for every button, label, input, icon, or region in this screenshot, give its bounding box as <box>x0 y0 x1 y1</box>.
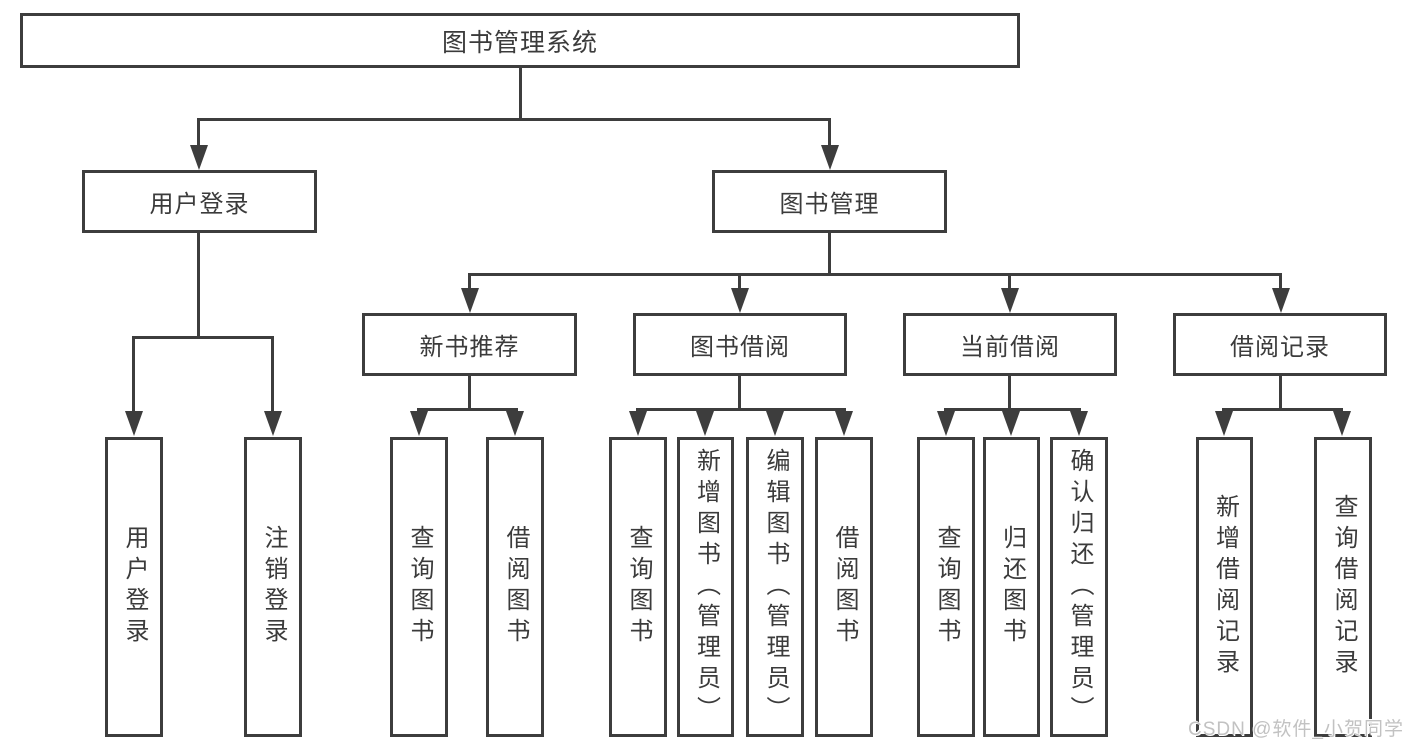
node-book-management-label: 图书管理 <box>779 191 880 218</box>
connector-current-borrowing-trunk <box>1008 376 1011 411</box>
leaf-borrowing-borrow-books-label: 借阅图书 <box>831 525 858 649</box>
arrow-down-icon <box>696 411 714 436</box>
connector-new-book-trunk <box>468 376 471 411</box>
arrow-down-icon <box>731 288 749 313</box>
leaf-current-query-books: 查询图书 <box>917 437 975 737</box>
connector-stem-book-borrowing <box>738 273 741 290</box>
arrow-down-icon <box>264 411 282 436</box>
leaf-borrowing-edit-books-admin-label: 编辑图书（管理员） <box>762 447 789 727</box>
connector-root-split <box>197 118 831 121</box>
leaf-borrowing-borrow-books: 借阅图书 <box>815 437 873 737</box>
csdn-watermark: CSDN @软件_小贺同学 <box>1188 719 1404 740</box>
connector-book-borrowing-trunk <box>738 376 741 411</box>
node-user-login-label: 用户登录 <box>149 191 250 218</box>
leaf-records-add-record-label: 新增借阅记录 <box>1211 494 1239 680</box>
arrow-down-icon <box>629 411 647 436</box>
connector-stem-book-management <box>828 118 831 148</box>
connector-stem-new-book <box>468 273 471 290</box>
node-book-management: 图书管理 <box>712 170 947 233</box>
connector-book-management-trunk <box>828 233 831 276</box>
node-current-borrowing-label: 当前借阅 <box>960 334 1060 361</box>
leaf-borrowing-query-books-label: 查询图书 <box>625 525 652 649</box>
leaf-borrowing-edit-books-admin: 编辑图书（管理员） <box>746 437 804 737</box>
node-new-book-recommend-label: 新书推荐 <box>419 334 520 361</box>
leaf-logout-label: 注销登录 <box>260 525 287 649</box>
node-current-borrowing: 当前借阅 <box>903 313 1117 376</box>
arrow-down-icon <box>937 411 955 436</box>
connector-new-book-split <box>417 408 518 411</box>
root-node-label: 图书管理系统 <box>441 28 598 57</box>
connector-stem-user-login <box>197 118 200 148</box>
leaf-newbook-borrow-books: 借阅图书 <box>486 437 544 737</box>
connector-user-login-trunk <box>197 233 200 336</box>
node-user-login: 用户登录 <box>82 170 317 233</box>
arrow-down-icon <box>821 145 839 170</box>
connector-stem-leaf-user-login <box>132 336 135 412</box>
connector-stem-current-borrowing <box>1008 273 1011 290</box>
leaf-current-return-books-label: 归还图书 <box>998 525 1026 649</box>
node-borrowing-records-label: 借阅记录 <box>1230 334 1330 361</box>
leaf-borrowing-query-books: 查询图书 <box>609 437 667 737</box>
leaf-records-query-record: 查询借阅记录 <box>1314 437 1372 737</box>
leaf-newbook-query-books: 查询图书 <box>390 437 448 737</box>
node-book-borrowing: 图书借阅 <box>633 313 847 376</box>
leaf-current-return-books: 归还图书 <box>983 437 1040 737</box>
node-new-book-recommend: 新书推荐 <box>362 313 577 376</box>
arrow-down-icon <box>835 411 853 436</box>
arrow-down-icon <box>1215 411 1233 436</box>
arrow-down-icon <box>190 145 208 170</box>
leaf-borrowing-add-books-admin: 新增图书（管理员） <box>677 437 734 737</box>
connector-user-login-split <box>132 336 274 339</box>
leaf-logout: 注销登录 <box>244 437 302 737</box>
connector-stem-leaf-logout <box>271 336 274 412</box>
leaf-borrowing-add-books-admin-label: 新增图书（管理员） <box>692 447 720 727</box>
leaf-user-login-label: 用户登录 <box>121 525 148 649</box>
connector-stem-borrowing-records <box>1279 273 1282 290</box>
arrow-down-icon <box>1002 411 1020 436</box>
connector-current-borrowing-split <box>944 408 1081 411</box>
connector-borrowing-records-split <box>1222 408 1343 411</box>
arrow-down-icon <box>1001 288 1019 313</box>
arrow-down-icon <box>1272 288 1290 313</box>
arrow-down-icon <box>1333 411 1351 436</box>
connector-borrowing-records-trunk <box>1279 376 1282 411</box>
arrow-down-icon <box>410 411 428 436</box>
leaf-newbook-borrow-books-label: 借阅图书 <box>502 525 529 649</box>
leaf-records-add-record: 新增借阅记录 <box>1196 437 1253 737</box>
arrow-down-icon <box>461 288 479 313</box>
arrow-down-icon <box>1070 411 1088 436</box>
connector-root-trunk <box>519 68 522 118</box>
arrow-down-icon <box>506 411 524 436</box>
arrow-down-icon <box>125 411 143 436</box>
connector-book-borrowing-split <box>636 408 846 411</box>
root-node-library-system: 图书管理系统 <box>20 13 1020 68</box>
leaf-current-confirm-return-admin-label: 确认归还（管理员） <box>1066 447 1093 727</box>
leaf-newbook-query-books-label: 查询图书 <box>406 525 433 649</box>
node-borrowing-records: 借阅记录 <box>1173 313 1387 376</box>
leaf-user-login: 用户登录 <box>105 437 163 737</box>
connector-level3-split <box>468 273 1282 276</box>
node-book-borrowing-label: 图书借阅 <box>690 334 790 361</box>
leaf-current-query-books-label: 查询图书 <box>933 525 960 649</box>
leaf-records-query-record-label: 查询借阅记录 <box>1330 494 1357 680</box>
arrow-down-icon <box>766 411 784 436</box>
leaf-current-confirm-return-admin: 确认归还（管理员） <box>1050 437 1108 737</box>
